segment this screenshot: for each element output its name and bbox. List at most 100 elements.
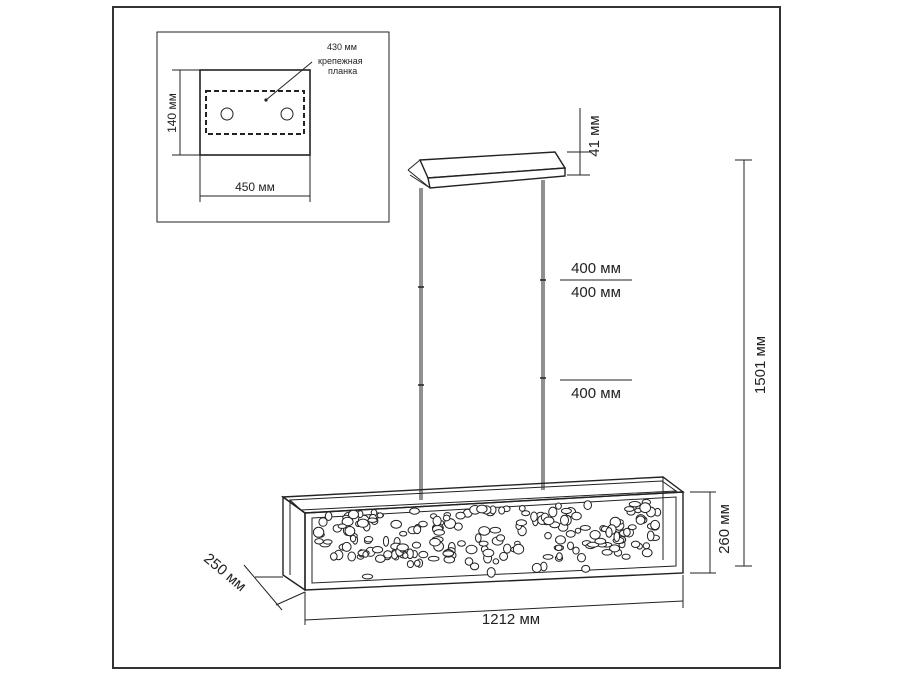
plate-leader-line (265, 61, 313, 101)
crystal (554, 544, 563, 551)
crystal (383, 550, 393, 559)
crystal (362, 551, 369, 558)
crystal (396, 543, 409, 552)
crystal (455, 511, 466, 520)
crystal (565, 530, 576, 538)
mounting-hole-right (280, 107, 294, 121)
crystal (442, 514, 451, 522)
rod-segment-3-label: 400 мм (571, 385, 621, 402)
crystal (413, 525, 422, 535)
crystal (581, 564, 591, 573)
canopy-inset: 430 мм крепежная планка 140 мм 450 мм (156, 31, 390, 223)
crystal (478, 526, 491, 536)
crystal (348, 509, 359, 520)
crystal (323, 539, 333, 545)
crystal (567, 541, 574, 551)
crystal (347, 551, 357, 562)
crystal (399, 530, 408, 537)
crystal (646, 530, 655, 542)
crystal (349, 534, 357, 543)
crystal (499, 551, 509, 561)
crystal (496, 534, 506, 542)
crystal (465, 544, 478, 555)
crystal (464, 557, 474, 566)
crystal (312, 526, 325, 538)
crystal (337, 523, 347, 529)
crystal (498, 506, 506, 515)
crystal (375, 554, 386, 563)
lamp-frame (280, 476, 685, 592)
crystal (457, 540, 466, 547)
crystal (530, 511, 538, 522)
crystal-decoration (312, 498, 662, 580)
crystal (382, 535, 390, 547)
crystal (543, 516, 555, 526)
crystal (367, 517, 378, 523)
crystal (475, 533, 482, 543)
mounting-plate-outline (205, 90, 305, 135)
frame-height-label: 260 мм (716, 504, 733, 554)
total-height-label: 1501 мм (752, 336, 769, 394)
crystal (542, 554, 554, 560)
frame-depth-dim-line (243, 564, 283, 611)
crystal (635, 515, 646, 525)
crystal (356, 518, 369, 528)
crystal (594, 537, 607, 545)
ceiling-canopy (407, 151, 567, 189)
crystal (361, 573, 374, 580)
crystal (555, 502, 562, 510)
crystal (318, 517, 328, 527)
crystal (512, 543, 525, 555)
crystal (476, 504, 488, 514)
crystal (601, 549, 613, 556)
crystal (330, 552, 338, 561)
crystal (341, 541, 352, 552)
crystal (406, 560, 414, 569)
canopy-41-label: 41 мм (586, 115, 603, 156)
crystal (427, 555, 440, 562)
plate-width-label: 430 мм (327, 42, 357, 52)
canopy-height-label: 140 мм (165, 93, 179, 133)
crystal (531, 562, 542, 573)
crystal (641, 548, 653, 558)
crystal (572, 546, 580, 555)
crystal (486, 567, 496, 578)
crystal (560, 514, 569, 526)
crystal (521, 510, 531, 517)
crystal (470, 562, 480, 571)
crystal (503, 543, 512, 554)
crystal (605, 527, 613, 538)
crystal (579, 525, 591, 531)
plate-name-line1: крепежная (318, 56, 363, 66)
crystal (414, 559, 421, 567)
suspension-rods (418, 180, 546, 500)
crystal (478, 540, 489, 547)
frame-depth-label: 250 мм (200, 550, 249, 595)
crystal (548, 506, 558, 518)
crystal (571, 511, 582, 521)
canopy-outline (199, 69, 311, 156)
rod-segment-2-label: 400 мм (571, 284, 621, 301)
crystal (556, 552, 563, 561)
crystal (624, 506, 635, 512)
crystal (372, 546, 384, 554)
crystal (518, 505, 526, 512)
crystal (515, 519, 528, 527)
inset-border (156, 31, 390, 223)
crystal (574, 527, 582, 534)
crystal (418, 520, 428, 528)
crystal (628, 501, 641, 508)
crystal (411, 541, 422, 549)
crystal (489, 526, 502, 534)
crystal (314, 538, 324, 545)
crystal (577, 553, 586, 563)
rod-segment-1-label: 400 мм (571, 260, 621, 277)
crystal (613, 531, 621, 543)
crystal (442, 550, 455, 557)
crystal (642, 542, 651, 550)
crystal (482, 548, 495, 558)
crystal (429, 537, 441, 547)
crystal (583, 500, 593, 511)
frame-length-dim-line (304, 600, 684, 621)
